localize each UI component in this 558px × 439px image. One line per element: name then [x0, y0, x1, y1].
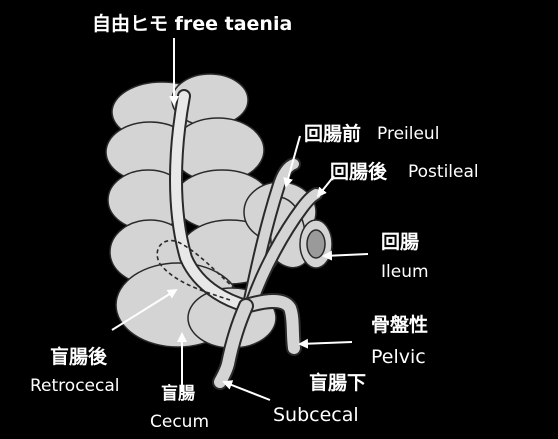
pelvic-arrow: [300, 342, 352, 344]
retrocecal-label-ja: 盲腸後: [50, 348, 107, 367]
ileum-label-en: Ileum: [381, 264, 429, 281]
postileal-label-en: Postileal: [408, 164, 479, 181]
pelvic-label-ja: 骨盤性: [371, 316, 428, 335]
cecum-label-ja: 盲腸: [161, 386, 195, 403]
subcecal-label-en: Subcecal: [273, 406, 359, 425]
free-taenia-label: 自由ヒモ free taenia: [92, 15, 292, 34]
pelvic-label-en: Pelvic: [371, 348, 426, 367]
subcecal-label-ja: 盲腸下: [309, 374, 366, 393]
postileal-label-ja: 回腸後: [330, 163, 387, 182]
preileal-label-en: Preileul: [377, 126, 439, 143]
preileal-label-ja: 回腸前: [304, 125, 361, 144]
cecum-label-en: Cecum: [150, 414, 209, 431]
retrocecal-label-en: Retrocecal: [30, 378, 119, 395]
subcecal-arrow: [224, 382, 270, 400]
ileum-label-ja: 回腸: [381, 233, 419, 252]
